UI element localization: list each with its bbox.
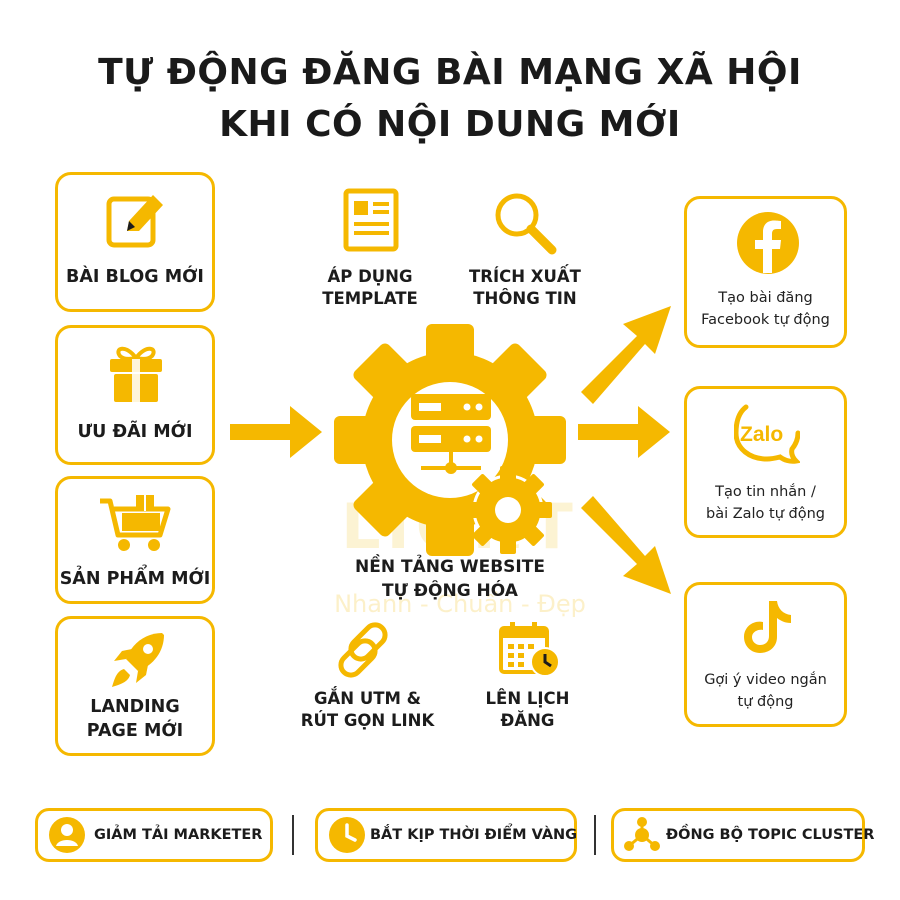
user-icon [49, 817, 85, 853]
input-label: ƯU ĐÃI MỚI [77, 422, 193, 442]
output-card-facebook[interactable]: Tạo bài đăng Facebook tự động [684, 196, 847, 348]
input-card-blog[interactable]: BÀI BLOG MỚI [55, 172, 215, 312]
benefit-divider [292, 815, 294, 855]
step-label-line-1: GẮN UTM & [313, 689, 422, 708]
server-icon [411, 394, 491, 474]
benefit-label: GIẢM TẢI MARKETER [94, 827, 263, 843]
center-label-line-1: NỀN TẢNG WEBSITE [355, 557, 545, 577]
page-title-line-1: TỰ ĐỘNG ĐĂNG BÀI MẠNG XÃ HỘI [98, 52, 802, 93]
calendar-clock-icon [499, 622, 560, 677]
input-label: SẢN PHẨM MỚI [59, 569, 211, 589]
input-card-offer[interactable]: ƯU ĐÃI MỚI [55, 325, 215, 465]
input-card-landing[interactable]: LANDING PAGE MỚI [55, 616, 215, 756]
step-label-line-1: ÁP DỤNG [327, 267, 413, 286]
benefit-label: BẮT KỊP THỜI ĐIỂM VÀNG [370, 827, 578, 843]
arrow-right-icon [578, 406, 670, 458]
shopping-cart-icon [100, 495, 171, 551]
benefit-divider [594, 815, 596, 855]
gift-icon [110, 346, 162, 402]
step-label-line-2: THÔNG TIN [473, 289, 577, 308]
small-gear-icon [464, 466, 552, 554]
clock-icon [329, 817, 365, 853]
template-document-icon [343, 188, 399, 252]
facebook-icon [737, 212, 799, 274]
step-label-line-1: LÊN LỊCH [485, 689, 570, 708]
arrow-up-right-icon [581, 306, 671, 404]
input-label-line-1: LANDING [90, 697, 180, 717]
zalo-icon-text: Zalo [740, 423, 783, 446]
benefit-pill-topic-cluster[interactable]: ĐỒNG BỘ TOPIC CLUSTER [611, 808, 874, 862]
chain-link-icon [338, 622, 388, 678]
tiktok-icon [744, 601, 791, 653]
step-label-line-2: TEMPLATE [322, 289, 418, 308]
page-title-line-2: KHI CÓ NỘI DUNG MỚI [219, 104, 681, 145]
input-label: BÀI BLOG MỚI [66, 267, 204, 287]
arrow-down-right-icon [581, 496, 671, 594]
output-label-line-2: tự động [737, 694, 794, 710]
center-label-line-2: TỰ ĐỘNG HÓA [382, 581, 518, 601]
benefit-pill-timing[interactable]: BẮT KỊP THỜI ĐIỂM VÀNG [315, 808, 577, 862]
output-label-line-2: Facebook tự động [701, 312, 830, 328]
input-label-line-2: PAGE MỚI [86, 721, 184, 741]
output-card-tiktok[interactable]: Gợi ý video ngắn tự động [684, 582, 847, 727]
watermark-tagline: Nhanh - Chuẩn - Đẹp [334, 590, 586, 618]
rocket-icon [112, 633, 164, 687]
zalo-icon: Zalo [734, 404, 800, 464]
step-label-line-2: RÚT GỌN LINK [300, 711, 435, 730]
output-card-zalo[interactable]: Zalo Tạo tin nhắn / bài Zalo tự động [684, 386, 847, 538]
output-label-line-1: Gợi ý video ngắn [704, 672, 827, 688]
step-label-line-1: TRÍCH XUẤT [469, 267, 581, 286]
output-label-line-1: Tạo bài đăng [718, 290, 813, 306]
network-icon [624, 817, 660, 851]
benefit-pill-marketer[interactable]: GIẢM TẢI MARKETER [35, 808, 273, 862]
arrow-right-icon [230, 406, 322, 458]
step-label-line-2: ĐĂNG [500, 711, 555, 730]
magnifier-icon [495, 193, 557, 255]
benefit-label: ĐỒNG BỘ TOPIC CLUSTER [666, 827, 875, 843]
input-card-product[interactable]: SẢN PHẨM MỚI [55, 476, 215, 604]
output-label-line-1: Tạo tin nhắn / [715, 484, 816, 500]
output-label-line-2: bài Zalo tự động [705, 506, 825, 522]
pencil-square-icon [106, 195, 163, 248]
